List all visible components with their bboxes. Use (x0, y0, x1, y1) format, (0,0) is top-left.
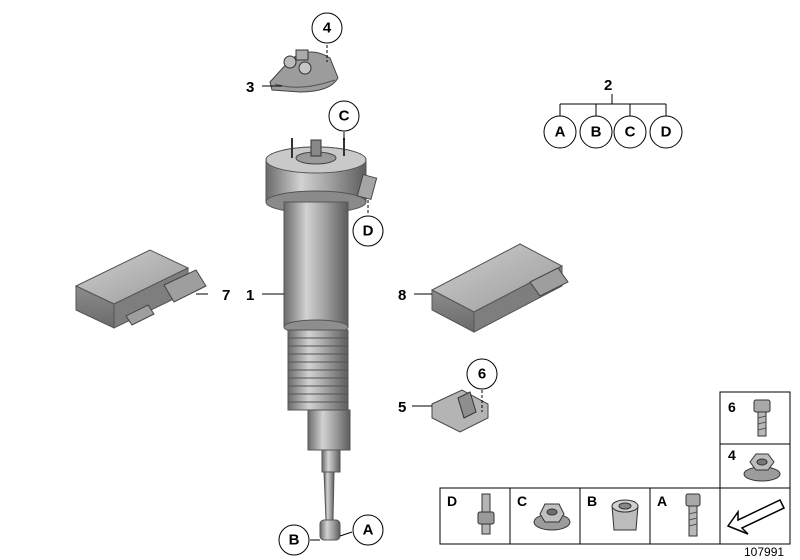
control-module-7-part (74, 249, 207, 329)
flange-nut-icon (743, 453, 781, 482)
legend-label-4: 4 (728, 447, 736, 463)
legend-label-a: A (657, 493, 667, 509)
control-module-8-part (430, 243, 569, 333)
collar-nut-icon (533, 503, 571, 531)
group-2-item-a: A (555, 124, 566, 141)
callout-4: 4 (323, 20, 332, 37)
group-2-tree: A B C D (543, 94, 683, 149)
callout-a-circle: A (352, 514, 384, 546)
legend-label-b: B (587, 493, 597, 509)
callout-4-circle: 4 (311, 12, 343, 44)
hardware-legend: 6 4 D C B A (439, 391, 791, 545)
group-2-item-c: C (625, 124, 636, 141)
socket-bolt-icon (685, 493, 701, 537)
callout-c-circle: C (328, 100, 360, 132)
callout-d-circle: D (352, 215, 384, 247)
group-2-item-b: B (591, 124, 602, 141)
air-strut-part (265, 138, 378, 541)
callout-6-circle: 6 (466, 358, 498, 390)
stud-icon (477, 493, 495, 535)
callout-7: 7 (222, 287, 230, 304)
bracket-part (431, 389, 489, 433)
bolt-icon (753, 399, 771, 437)
callout-5: 5 (398, 399, 406, 416)
callout-6: 6 (478, 366, 486, 383)
callout-b-circle: B (278, 524, 310, 556)
callout-d: D (363, 223, 374, 240)
direction-arrow-icon (726, 499, 786, 535)
callout-2: 2 (604, 77, 612, 94)
callout-3: 3 (246, 79, 254, 96)
callout-8: 8 (398, 287, 406, 304)
callout-b: B (289, 532, 300, 549)
legend-label-d: D (447, 493, 457, 509)
top-mount-part (269, 49, 339, 93)
callout-a: A (363, 522, 374, 539)
cap-nut-icon (611, 499, 639, 531)
callout-c: C (339, 108, 350, 125)
group-2-item-d: D (661, 124, 672, 141)
callout-1: 1 (246, 287, 254, 304)
legend-label-6: 6 (728, 399, 736, 415)
legend-label-c: C (517, 493, 527, 509)
reference-number: 107991 (744, 545, 784, 559)
